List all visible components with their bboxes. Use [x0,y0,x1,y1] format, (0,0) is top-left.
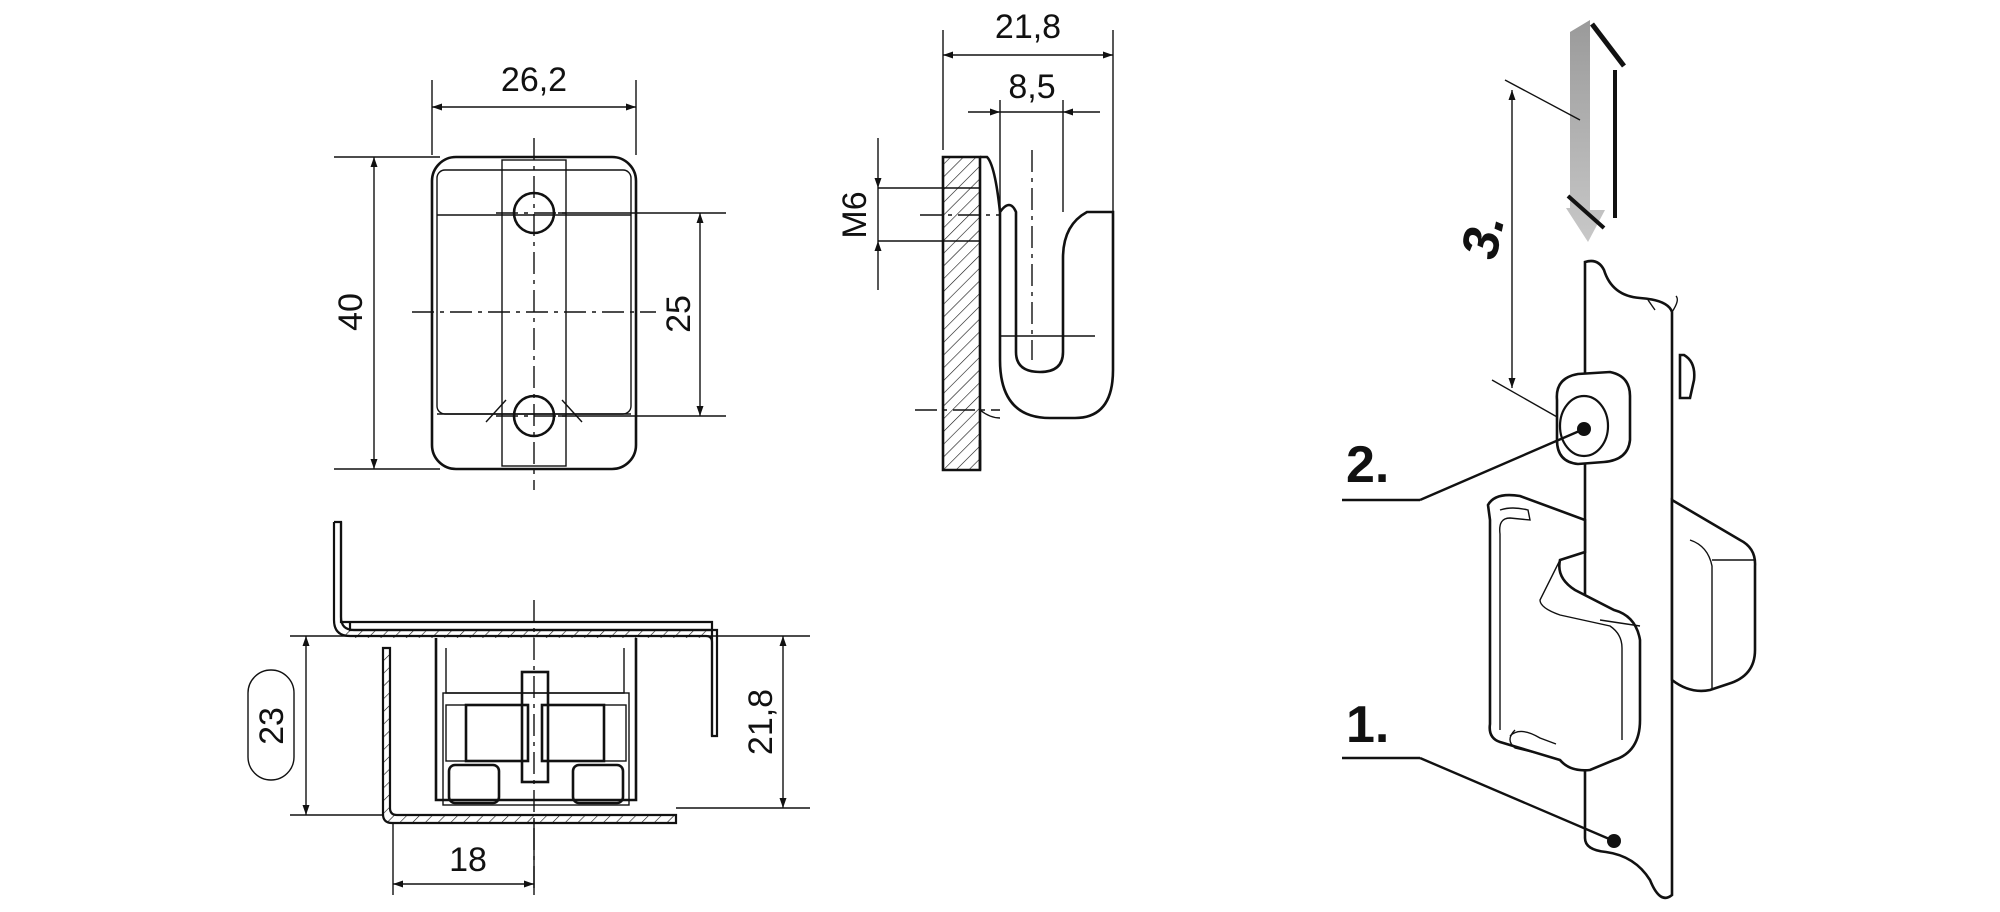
side-view: 21,8 8,5 M6 [836,8,1115,472]
thread-dimension: M6 [836,191,874,238]
callout-1-label: 1. [1346,696,1389,754]
bottom-boxed-dimension: 23 [253,707,291,745]
side-slot-dimension: 8,5 [1008,68,1055,106]
isometric-view: 3. 2. 1. [1342,20,1757,900]
step-3-label: 3. [1450,209,1516,263]
bottom-offset-dimension: 18 [449,841,487,879]
hole-spacing-dimension: 25 [660,295,698,333]
front-height-dimension: 40 [332,293,370,331]
callout-2-label: 2. [1346,436,1389,494]
front-width-dimension: 26,2 [501,61,567,99]
side-depth-dimension: 21,8 [995,8,1061,46]
bottom-height-dimension: 21,8 [742,689,780,755]
front-view: 26,2 40 25 [332,61,726,490]
bottom-view: 23 21,8 18 [247,520,810,895]
